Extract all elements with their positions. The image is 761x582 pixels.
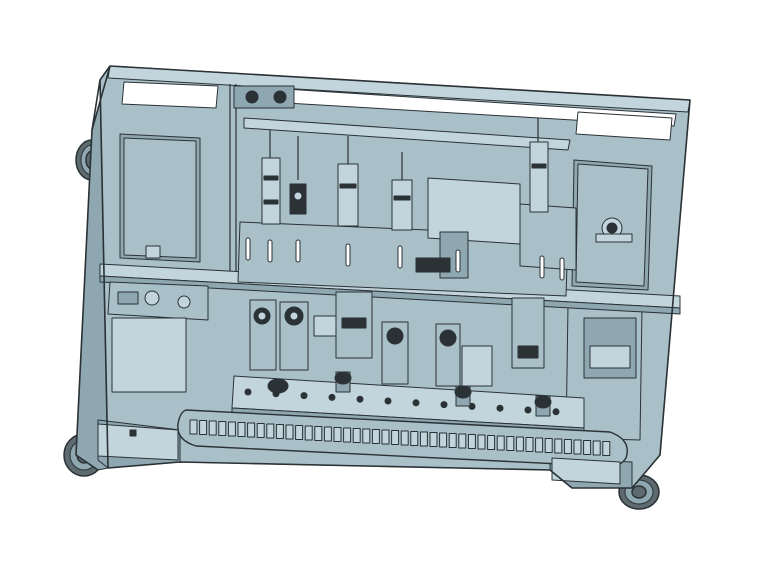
frame-outlines xyxy=(75,65,691,489)
module-6 xyxy=(511,297,545,369)
chain-link xyxy=(333,427,342,442)
chain-link xyxy=(352,428,361,443)
chain-link xyxy=(419,431,428,447)
chain-link xyxy=(189,419,198,435)
top-slide-unit xyxy=(233,85,295,109)
chain-link xyxy=(544,438,553,453)
plate-slot xyxy=(455,249,461,273)
chain-link xyxy=(208,420,217,436)
plate-slot xyxy=(267,239,273,263)
chain-link xyxy=(199,420,208,435)
chain-link xyxy=(410,431,419,446)
rail-bolt xyxy=(440,401,448,409)
module-2 xyxy=(279,301,309,371)
upper-mechanism-plate xyxy=(237,117,577,297)
chain-link xyxy=(602,441,611,456)
cartridge-1 xyxy=(261,130,281,225)
plate-slot xyxy=(245,237,251,261)
chain-link xyxy=(525,437,534,452)
chain-link xyxy=(391,430,400,445)
actuator-knob-1 xyxy=(334,371,352,393)
chain-link xyxy=(439,432,448,448)
chain-link xyxy=(227,421,236,437)
cartridge-5 xyxy=(529,118,549,213)
chain-link xyxy=(429,432,438,447)
rail-bolt xyxy=(412,399,420,407)
chain-link xyxy=(314,426,323,441)
chain-link xyxy=(467,434,476,449)
rail-bolt xyxy=(356,395,364,403)
chain-link xyxy=(487,435,496,450)
chain-link xyxy=(477,434,486,450)
plate-slot xyxy=(345,243,351,267)
chain-link xyxy=(304,425,313,441)
chain-link xyxy=(496,435,505,451)
chain-link xyxy=(275,424,284,439)
lower-modules xyxy=(249,291,545,387)
plate-slot xyxy=(539,255,545,279)
chain-link xyxy=(371,429,380,444)
rail-bolt xyxy=(524,406,532,414)
chain-link xyxy=(295,425,304,440)
chain-link xyxy=(458,433,467,449)
chain-link xyxy=(247,422,256,438)
left-cabinet-panel xyxy=(107,133,209,393)
chain-link xyxy=(515,436,524,452)
cartridge-2 xyxy=(289,136,307,215)
actuator-knob-2 xyxy=(454,385,472,407)
plate-slots xyxy=(245,237,565,281)
top-openings xyxy=(107,65,691,280)
chain-link xyxy=(323,426,332,442)
chain-link xyxy=(563,439,572,454)
upper-cartridges xyxy=(261,118,549,231)
chain-link xyxy=(237,422,246,437)
chain-link xyxy=(554,438,563,454)
actuator-knob-3 xyxy=(534,395,552,417)
chain-link xyxy=(573,439,582,455)
plate-slot xyxy=(295,239,301,263)
plate-slot xyxy=(559,257,565,281)
chain-link xyxy=(285,424,294,440)
chain-link xyxy=(506,436,515,451)
foot-plate-left xyxy=(97,423,179,461)
chain-link xyxy=(592,440,601,456)
chain-link xyxy=(218,421,227,436)
chain-link xyxy=(362,428,371,444)
module-3 xyxy=(313,291,373,359)
chain-link xyxy=(343,427,352,443)
rail-bolt xyxy=(244,388,252,396)
rail-bolt xyxy=(496,404,504,412)
chain-link xyxy=(583,440,592,455)
chain-link xyxy=(448,433,457,448)
rail-bolt xyxy=(552,408,560,416)
chain-link xyxy=(400,430,409,446)
rail-bolt xyxy=(328,393,336,401)
cartridge-3 xyxy=(337,136,359,227)
right-cabinet-panel xyxy=(571,159,653,379)
module-1 xyxy=(249,299,277,371)
rail-bolt xyxy=(384,397,392,405)
chain-link xyxy=(381,429,390,445)
plate-slot xyxy=(397,245,403,269)
chain-link xyxy=(266,423,275,439)
module-5 xyxy=(435,323,493,387)
cable-drag-chain xyxy=(177,409,628,468)
cartridge-4 xyxy=(391,152,413,231)
module-4 xyxy=(381,321,409,385)
rail-bolt xyxy=(300,392,308,400)
chain-link xyxy=(256,423,265,438)
chain-link xyxy=(535,437,544,453)
